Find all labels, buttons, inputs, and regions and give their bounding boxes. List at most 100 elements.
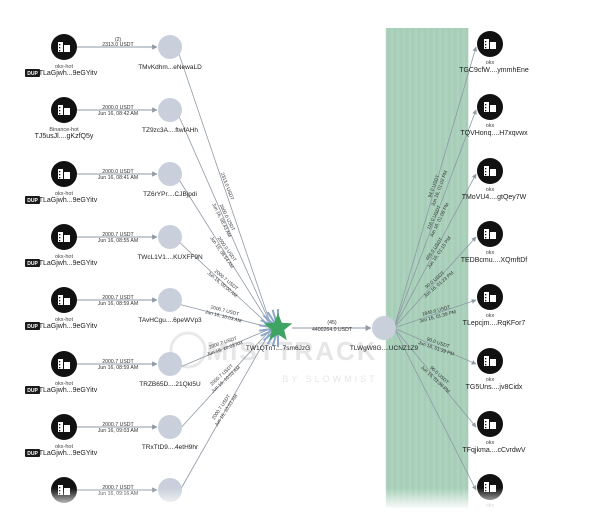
edge-time: Jun 16, 08:59 AM [98, 301, 138, 307]
dup-badge-text: DUP [27, 198, 38, 204]
grey-node[interactable] [158, 288, 182, 312]
building-wing [64, 108, 70, 115]
dup-badge [25, 322, 40, 330]
window [59, 234, 61, 236]
collector-circle[interactable] [372, 316, 396, 340]
grey-node[interactable] [158, 415, 182, 439]
exchange-label: okx [486, 250, 495, 256]
building-tower [484, 102, 489, 112]
right-edge-line [393, 109, 477, 329]
hub-node[interactable]: TW1QTnT....7sm6JzG [246, 309, 310, 352]
intermediate-address: TZ6rYPr....CJBjpdi [143, 191, 197, 198]
window [485, 297, 487, 299]
intermediate-node[interactable]: TRZB65D....21Qkl5U [139, 352, 201, 388]
grey-node[interactable] [158, 225, 182, 249]
building-tower [484, 419, 489, 429]
window [59, 110, 61, 112]
building-tower [58, 232, 63, 242]
source-address: TLaGjwh...9eGYitv [39, 450, 98, 457]
hub-star[interactable] [263, 313, 293, 341]
fan-edge [177, 50, 273, 329]
building-wing [490, 169, 496, 176]
fan-edge-label: 2313.0 USDT [219, 172, 235, 201]
grey-node[interactable] [158, 35, 182, 59]
exchange-label: okx [486, 187, 495, 193]
building-wing [490, 232, 496, 239]
right-edge-line [393, 46, 478, 329]
source-address: TJ5usJl....gKzfQ5y [35, 133, 94, 140]
exchange-label: okx-hot [55, 381, 74, 387]
building-wing [490, 295, 496, 302]
source-address: TLaGjwh...9eGYitv [39, 387, 98, 394]
dup-badge-text: DUP [27, 451, 38, 457]
window [485, 364, 487, 366]
exchange-label: okx-hot [55, 64, 74, 70]
building-wing [64, 425, 70, 432]
edge-time: Jun 16, 08:41 AM [98, 175, 138, 181]
intermediate-node[interactable]: TRxTtD9....4etH9hr [142, 415, 199, 451]
building-wing [64, 172, 70, 179]
building-tower [484, 229, 489, 239]
main-edge-amount: 4400264.0 USDT [312, 327, 353, 333]
exchange-label: okx [486, 60, 495, 66]
source-address: TLaGjwh...9eGYitv [39, 70, 98, 77]
watermark-subtext: BY SLOWMIST [282, 374, 377, 384]
dup-badge [25, 196, 40, 204]
dense-edge-band [385, 28, 469, 508]
building-icon [58, 42, 70, 52]
building-icon [58, 169, 70, 179]
building-tower [484, 166, 489, 176]
watermark-text: MISTTRACK [206, 336, 377, 366]
intermediate-node[interactable]: TWcL1V1....KUXFF9N [137, 225, 203, 261]
exchange-label: okx [486, 313, 495, 319]
window [485, 484, 487, 486]
main-edge-count: (45) [327, 320, 336, 326]
fan-edge [177, 177, 273, 329]
grey-node[interactable] [158, 98, 182, 122]
main-edge: (45)4400264.0 USDT [292, 320, 372, 333]
window [59, 427, 61, 429]
window [485, 107, 487, 109]
destination-address: TMoVU4....gtQey7W [462, 194, 527, 201]
window [59, 174, 61, 176]
window [485, 300, 487, 302]
window [485, 421, 487, 423]
grey-node[interactable] [158, 352, 182, 376]
bottom-fade [0, 488, 600, 519]
intermediate-node[interactable]: TZ9zc3A....ftwfAHh [142, 98, 198, 134]
window [485, 110, 487, 112]
building-icon [484, 356, 496, 366]
collector-node[interactable]: TLWgW8G....UCNZ1Z9 [350, 316, 419, 352]
right-edge-line [393, 173, 477, 329]
grey-node[interactable] [158, 162, 182, 186]
dup-badge-text: DUP [27, 388, 38, 394]
building-wing [64, 298, 70, 305]
intermediate-node[interactable]: TMvKdhm...eNewaLD [138, 35, 202, 71]
window [59, 171, 61, 173]
intermediate-node[interactable]: TZ6rYPr....CJBjpdi [143, 162, 197, 198]
edge-time: Jun 16, 09:03 AM [98, 428, 138, 434]
intermediate-node[interactable]: TAvHCgu....6peWVp3 [138, 288, 202, 324]
exchange-label: okx-hot [55, 444, 74, 450]
edge-amount: 2000.7 USDT [102, 359, 134, 365]
window [59, 107, 61, 109]
fan-edge-amount: 2313.0 USDT [219, 172, 235, 201]
